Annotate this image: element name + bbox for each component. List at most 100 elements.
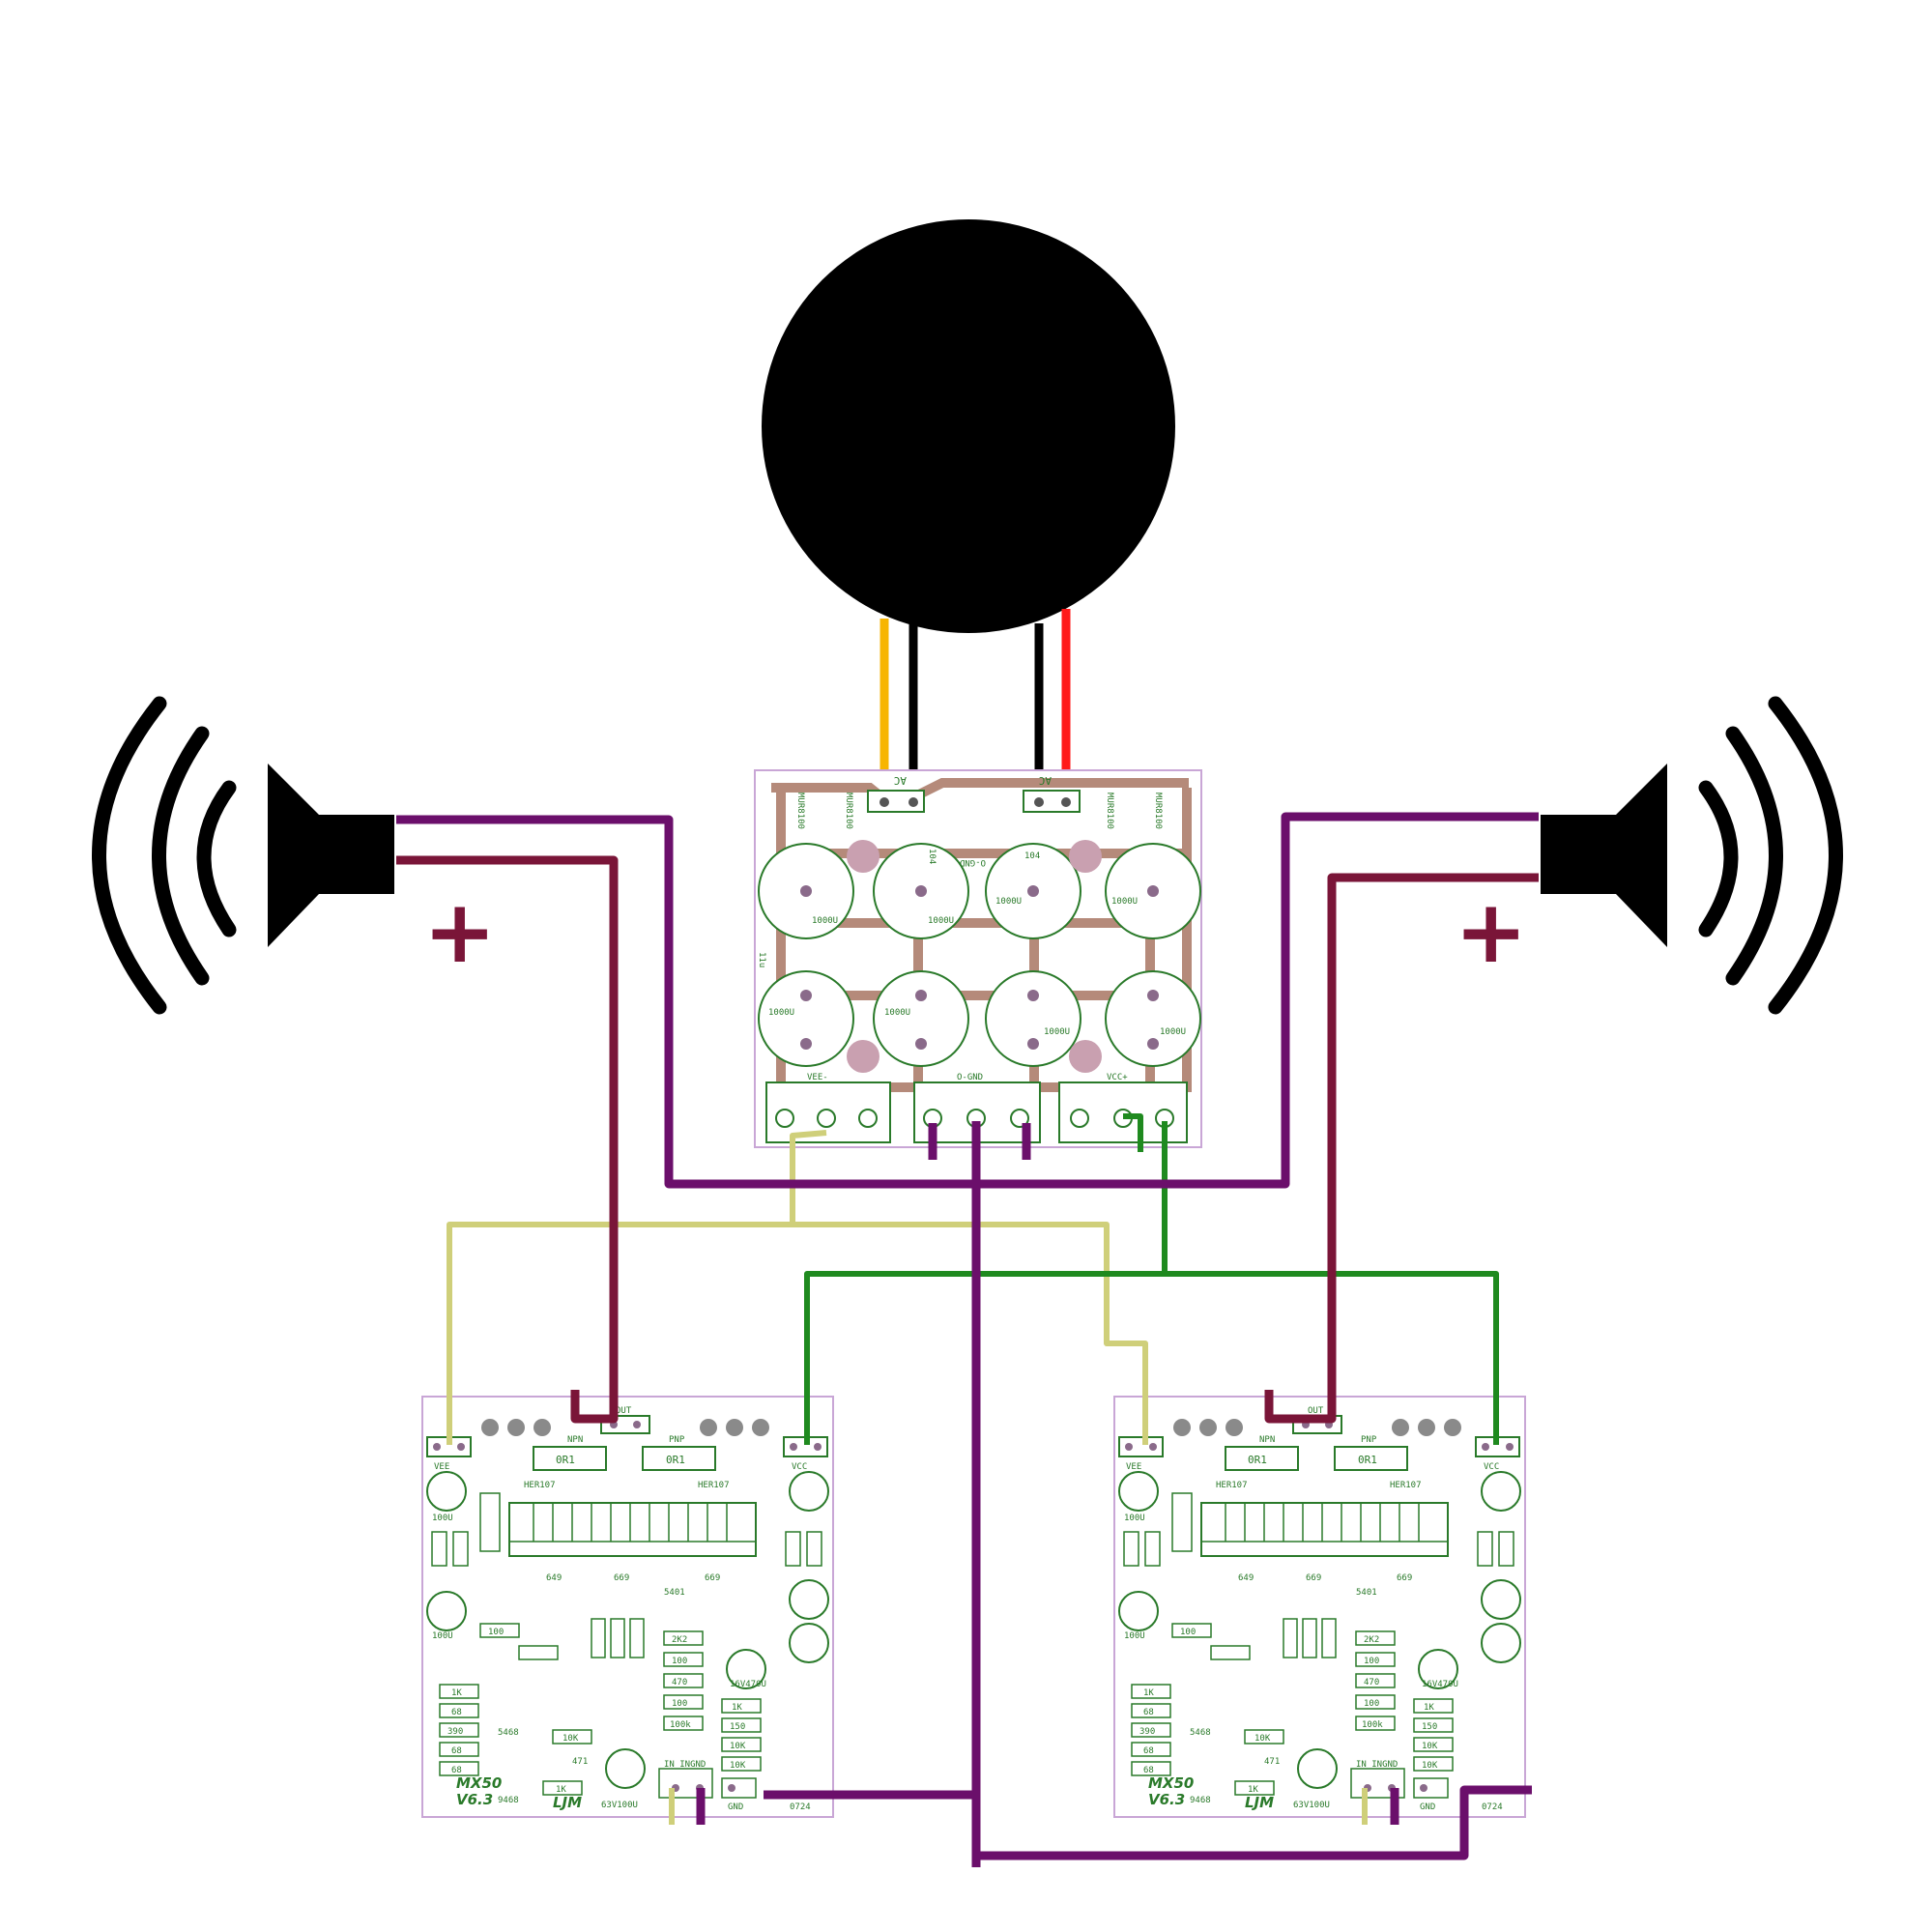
svg-text:68: 68 bbox=[1143, 1766, 1154, 1775]
svg-text:NPN: NPN bbox=[567, 1435, 583, 1445]
wire-olive-vee bbox=[447, 1130, 1368, 1825]
svg-text:1000U: 1000U bbox=[812, 916, 838, 926]
svg-text:1000U: 1000U bbox=[884, 1008, 910, 1018]
cap-104-b: 104 bbox=[1024, 851, 1040, 861]
svg-text:V6.3: V6.3 bbox=[456, 1791, 493, 1808]
svg-text:0R1: 0R1 bbox=[666, 1454, 685, 1466]
svg-text:100: 100 bbox=[672, 1699, 687, 1709]
svg-text:390: 390 bbox=[447, 1727, 463, 1737]
svg-text:16V470U: 16V470U bbox=[1422, 1680, 1458, 1689]
svg-text:5468: 5468 bbox=[1190, 1728, 1211, 1738]
diode-label-3: MUR8100 bbox=[1105, 793, 1114, 829]
cap-104-a: 104 bbox=[927, 849, 937, 864]
svg-text:1000U: 1000U bbox=[1111, 897, 1138, 907]
svg-text:1000U: 1000U bbox=[1044, 1027, 1070, 1037]
svg-text:0R1: 0R1 bbox=[1248, 1454, 1267, 1466]
psu-cap-labels: 1000U 1000U 1000U 1000U 1000U 1000U 1000… bbox=[768, 897, 1186, 1037]
diode-label-1: MUR8100 bbox=[795, 793, 805, 829]
psu-board: 1000U 1000U 1000U 1000U 1000U 1000U 1000… bbox=[754, 769, 1202, 1148]
svg-text:VEE: VEE bbox=[434, 1462, 449, 1472]
svg-text:470: 470 bbox=[1364, 1678, 1379, 1687]
svg-text:68: 68 bbox=[451, 1766, 462, 1775]
svg-text:100: 100 bbox=[672, 1657, 687, 1666]
svg-text:5401: 5401 bbox=[1356, 1588, 1377, 1598]
svg-text:VEE: VEE bbox=[1126, 1462, 1141, 1472]
svg-text:GND: GND bbox=[1420, 1802, 1435, 1812]
svg-text:10K: 10K bbox=[1254, 1734, 1271, 1744]
svg-text:471: 471 bbox=[1264, 1757, 1280, 1767]
svg-text:471: 471 bbox=[572, 1757, 588, 1767]
svg-text:9468: 9468 bbox=[1190, 1796, 1211, 1805]
speaker-right-plus: + bbox=[1455, 881, 1527, 983]
svg-text:1K: 1K bbox=[1143, 1688, 1154, 1698]
svg-text:1K: 1K bbox=[556, 1785, 566, 1795]
svg-text:150: 150 bbox=[1422, 1722, 1437, 1732]
svg-text:10K: 10K bbox=[730, 1742, 746, 1751]
svg-text:VCC: VCC bbox=[792, 1462, 807, 1472]
svg-text:1000U: 1000U bbox=[768, 1008, 794, 1018]
svg-text:669: 669 bbox=[1397, 1573, 1412, 1583]
svg-text:LJM: LJM bbox=[553, 1794, 582, 1811]
svg-text:2K2: 2K2 bbox=[672, 1635, 687, 1645]
svg-text:HER107: HER107 bbox=[698, 1481, 730, 1490]
svg-text:669: 669 bbox=[614, 1573, 629, 1583]
svg-text:470: 470 bbox=[672, 1678, 687, 1687]
psu-pads bbox=[800, 885, 1159, 1050]
svg-text:PNP: PNP bbox=[669, 1435, 685, 1445]
svg-text:100k: 100k bbox=[670, 1720, 691, 1730]
svg-text:669: 669 bbox=[1306, 1573, 1321, 1583]
svg-text:9468: 9468 bbox=[498, 1796, 519, 1805]
svg-text:100: 100 bbox=[1364, 1657, 1379, 1666]
ac-connector-left bbox=[867, 790, 925, 813]
svg-text:10K: 10K bbox=[1422, 1742, 1438, 1751]
toroidal-transformer bbox=[762, 219, 1175, 633]
ac-pads bbox=[879, 797, 1071, 807]
ac-connector-right bbox=[1023, 790, 1081, 813]
svg-text:0R1: 0R1 bbox=[556, 1454, 575, 1466]
svg-text:HER107: HER107 bbox=[524, 1481, 556, 1490]
amp-board-left: VEE VCC OUT NPN PNP 0R1 0R1 HER107 HER10… bbox=[421, 1396, 834, 1818]
svg-text:0724: 0724 bbox=[1482, 1802, 1503, 1812]
svg-text:V6.3: V6.3 bbox=[1148, 1791, 1185, 1808]
ac-label-right: AC bbox=[1039, 774, 1052, 787]
svg-text:VCC: VCC bbox=[1484, 1462, 1499, 1472]
wire-green-vcc bbox=[804, 1113, 1499, 1445]
svg-text:63V100U: 63V100U bbox=[1293, 1801, 1330, 1810]
psu-side-label: 11u bbox=[757, 952, 766, 967]
svg-text:100U: 100U bbox=[432, 1631, 453, 1641]
svg-text:IN INGND: IN INGND bbox=[1356, 1760, 1398, 1770]
svg-text:68: 68 bbox=[1143, 1708, 1154, 1717]
svg-text:OUT: OUT bbox=[1308, 1406, 1324, 1416]
svg-text:GND: GND bbox=[728, 1802, 743, 1812]
svg-text:10K: 10K bbox=[562, 1734, 579, 1744]
svg-text:100: 100 bbox=[1364, 1699, 1379, 1709]
term-gnd-label: O-GND bbox=[957, 1073, 983, 1082]
svg-text:1K: 1K bbox=[1248, 1785, 1258, 1795]
amp-board-right: VEE VCC OUT NPN PNP 0R1 0R1 HER107 HER10… bbox=[1113, 1396, 1526, 1818]
svg-text:100U: 100U bbox=[1124, 1514, 1145, 1523]
svg-text:0724: 0724 bbox=[790, 1802, 811, 1812]
svg-text:63V100U: 63V100U bbox=[601, 1801, 638, 1810]
svg-text:68: 68 bbox=[451, 1746, 462, 1756]
wire-purple-gnd bbox=[396, 812, 1539, 1867]
svg-text:649: 649 bbox=[546, 1573, 562, 1583]
psu-terminal-vcc bbox=[1058, 1081, 1188, 1143]
svg-text:LJM: LJM bbox=[1245, 1794, 1274, 1811]
speaker-left-icon bbox=[92, 696, 394, 1015]
svg-text:150: 150 bbox=[730, 1722, 745, 1732]
svg-text:5401: 5401 bbox=[664, 1588, 685, 1598]
svg-text:1000U: 1000U bbox=[995, 897, 1022, 907]
svg-text:OUT: OUT bbox=[616, 1406, 632, 1416]
svg-text:HER107: HER107 bbox=[1390, 1481, 1422, 1490]
svg-text:IN INGND: IN INGND bbox=[664, 1760, 706, 1770]
svg-text:NPN: NPN bbox=[1259, 1435, 1275, 1445]
wire-maroon-speaker-plus bbox=[396, 855, 1539, 1424]
svg-text:16V470U: 16V470U bbox=[730, 1680, 766, 1689]
svg-text:1K: 1K bbox=[451, 1688, 462, 1698]
diode-label-4: MUR8100 bbox=[1153, 793, 1163, 829]
svg-text:100U: 100U bbox=[1124, 1631, 1145, 1641]
svg-text:390: 390 bbox=[1139, 1727, 1155, 1737]
term-vee-label: VEE- bbox=[807, 1073, 828, 1082]
svg-text:100k: 100k bbox=[1362, 1720, 1383, 1730]
